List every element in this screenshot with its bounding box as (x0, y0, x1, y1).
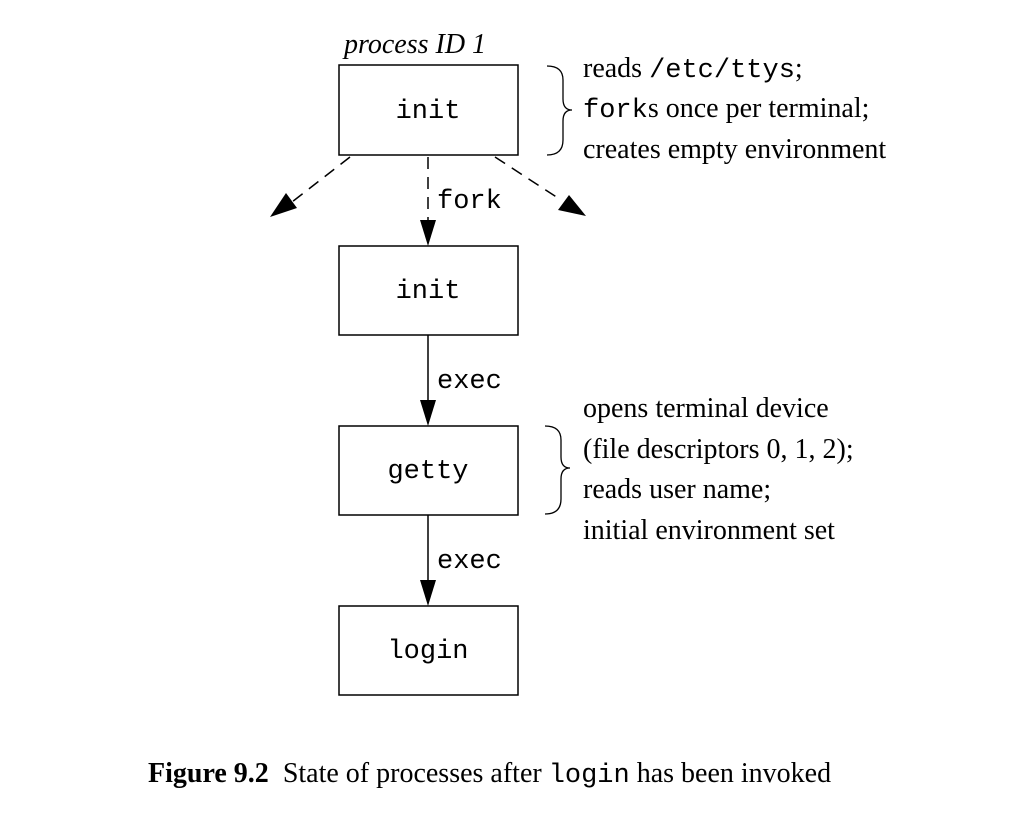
getty-note-line-2: (file descriptors 0, 1, 2); (583, 434, 854, 465)
init-note-line-2: forks once per terminal; (583, 93, 869, 126)
fork-right-line (494, 156, 562, 201)
figure-number: Figure 9.2 (148, 758, 269, 789)
init-note: reads /etc/ttys; forks once per terminal… (583, 53, 886, 165)
init-note-line-3: creates empty environment (583, 134, 886, 165)
fork-left-arrowhead (270, 193, 297, 217)
fork-left-line (291, 156, 351, 203)
init-root-node: init (338, 64, 519, 156)
getty-note: opens terminal device (file descriptors … (583, 393, 854, 546)
fork-arrows (270, 156, 586, 246)
exec-arrow-1 (420, 335, 436, 426)
fork-label: fork (437, 187, 502, 217)
getty-note-brace (544, 425, 571, 515)
init-root-label: init (396, 97, 461, 127)
exec-label-2: exec (437, 547, 502, 577)
getty-node: getty (338, 425, 519, 516)
login-label: login (387, 637, 468, 667)
exec-arrow-2 (420, 515, 436, 606)
fork-center-arrowhead (420, 220, 436, 246)
getty-note-line-1: opens terminal device (583, 393, 829, 424)
init-note-line-1: reads /etc/ttys; (583, 53, 803, 86)
init-child-label: init (396, 277, 461, 307)
login-node: login (338, 605, 519, 696)
getty-note-line-3: reads user name; (583, 474, 771, 505)
getty-note-line-4: initial environment set (583, 515, 835, 546)
init-child-node: init (338, 245, 519, 336)
exec-label-1: exec (437, 367, 502, 397)
init-note-brace (546, 65, 573, 156)
process-id-label: process ID 1 (342, 29, 486, 60)
getty-label: getty (387, 457, 468, 487)
fork-right-arrowhead (558, 195, 586, 216)
